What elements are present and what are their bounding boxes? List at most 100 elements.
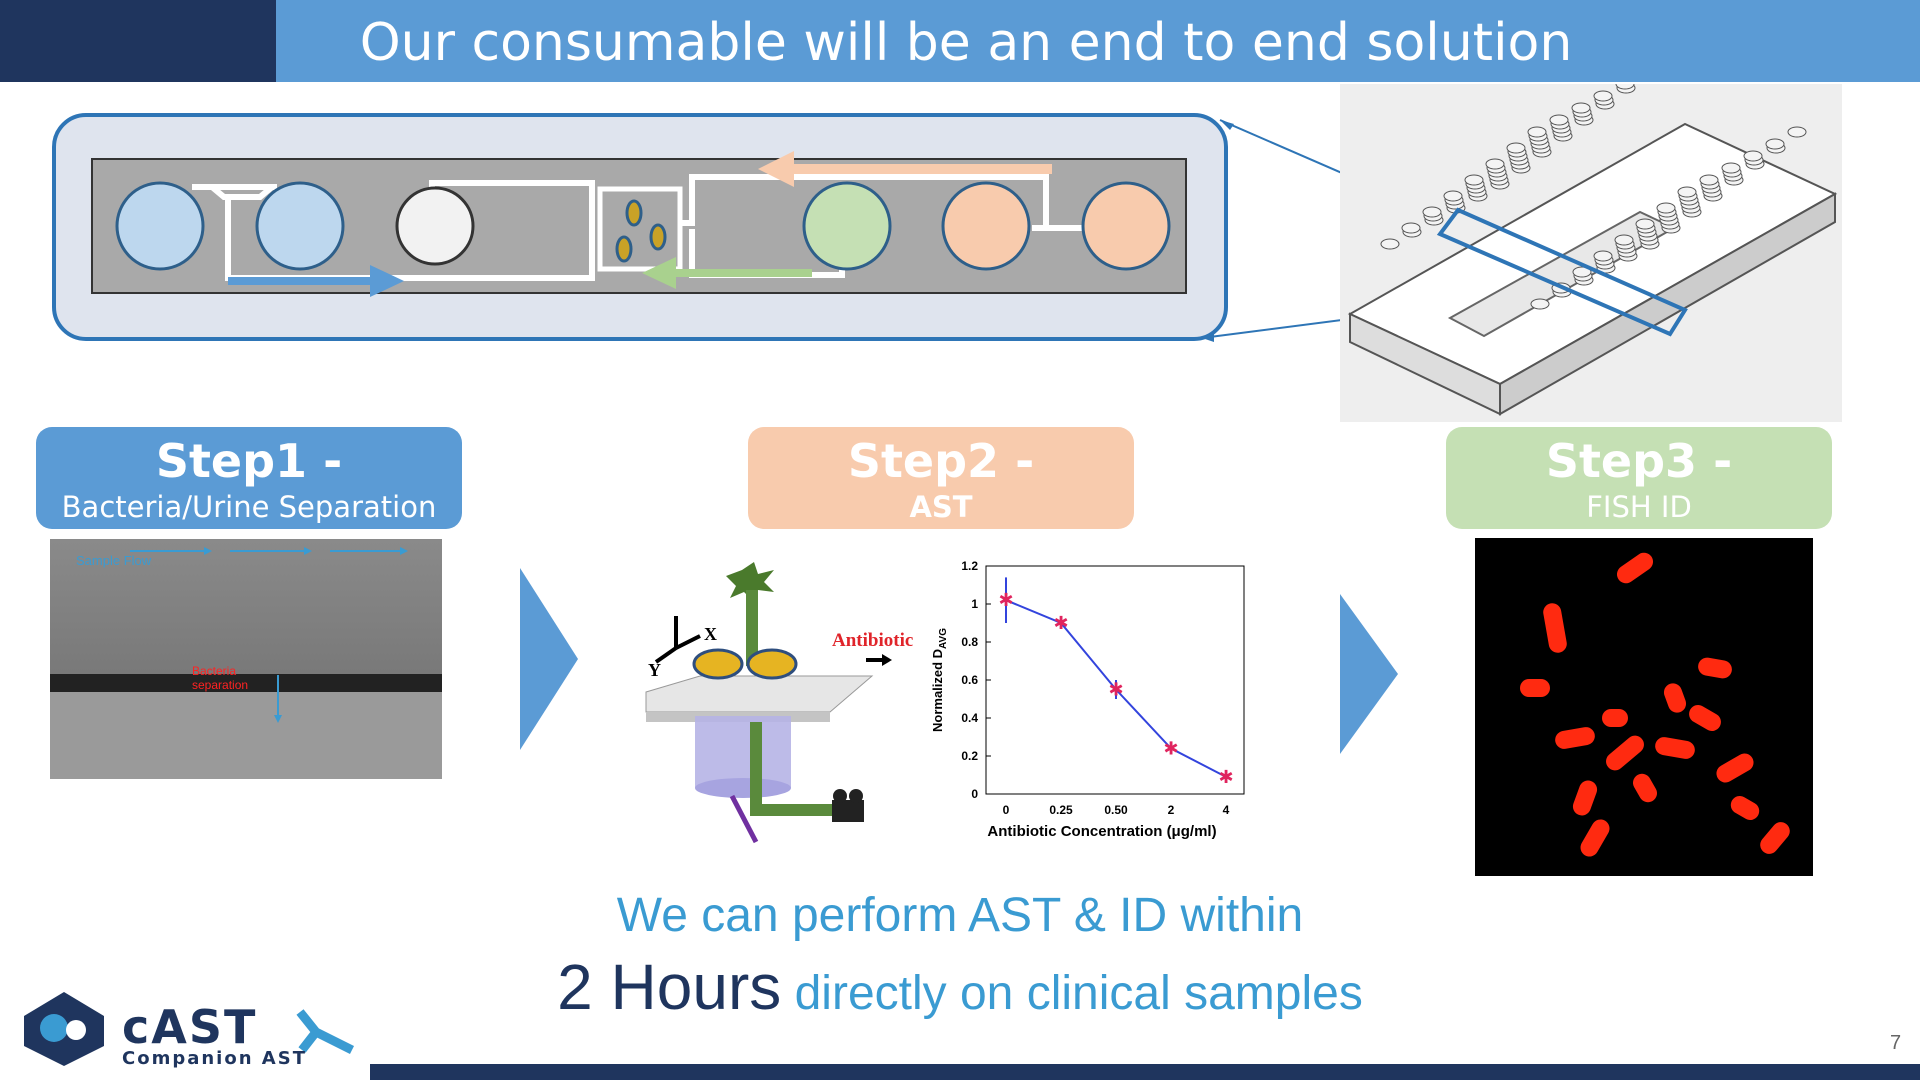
page-number: 7 [1890, 1032, 1902, 1054]
reagent-well-peach [1081, 181, 1171, 271]
step2-box: Step2 - AST [748, 427, 1134, 529]
chip-channel [192, 184, 277, 200]
footer-bar [370, 1064, 1920, 1080]
bacterium-rod [1602, 709, 1628, 727]
message-line1: We can perform AST & ID within [616, 889, 1304, 942]
light-beam [746, 590, 758, 666]
step3-subtitle: FISH ID [1586, 490, 1692, 524]
plate-well [1615, 84, 1635, 90]
plate-well [1593, 90, 1613, 102]
bacteria-rods [1520, 552, 1790, 857]
stage-top [645, 675, 874, 713]
logo-name: cAST [122, 1000, 258, 1054]
micrograph-lower [50, 692, 442, 779]
bacterium-rod [1663, 683, 1687, 713]
chart-ytick-label: 0.8 [961, 635, 978, 649]
chip-channel [680, 174, 1049, 228]
slide-title: Our consumable will be an end to end sol… [359, 13, 1573, 73]
plate-well [1593, 250, 1613, 262]
step3-box: Step3 - FISH ID [1446, 427, 1832, 529]
step2-title: Step2 - [847, 434, 1035, 488]
chart-ytick-label: 0.6 [961, 673, 978, 687]
plate-well [1699, 174, 1719, 186]
chart-ytick-label: 1.2 [961, 559, 978, 573]
bacterium-rod [1543, 603, 1567, 653]
chart-ylabel: Normalized DAVG [930, 628, 949, 732]
bacterium-rod [1716, 753, 1754, 783]
castq-logo-icon [24, 992, 104, 1066]
reagent-well-green [802, 181, 892, 271]
light-path [750, 804, 846, 816]
axis-icon [654, 646, 678, 664]
chart-point: ✱ [1053, 613, 1068, 634]
mirror [729, 794, 759, 844]
bacterium-rod [1616, 552, 1654, 584]
chart-point: ✱ [1163, 738, 1178, 759]
plate-well [1721, 162, 1741, 174]
plate-well [1380, 238, 1400, 250]
chart-ytick-label: 1 [971, 597, 978, 611]
sample-flow-label: Sample Flow [76, 553, 152, 568]
sample-flow-arrows [130, 547, 408, 555]
waste-well [395, 186, 475, 266]
step2-subtitle: AST [909, 490, 973, 524]
objective-lens [695, 716, 791, 788]
chart-point: ✱ [998, 590, 1013, 611]
plate-well [1464, 174, 1484, 186]
chip-channel [412, 189, 595, 281]
title-bar [276, 0, 1920, 82]
message-line2: 2 Hours directly on clinical samples [0, 950, 1920, 1024]
chart-xtick-label: 0.50 [1104, 803, 1128, 817]
logo-q-mark [296, 1009, 355, 1055]
plate-well [1677, 186, 1697, 198]
flow-arrow-blue-head [370, 265, 404, 297]
camera-icon [832, 789, 864, 822]
chart-xlabel: Antibiotic Concentration (μg/ml) [987, 823, 1216, 840]
sample-dish [692, 648, 744, 680]
step1-subtitle: Bacteria/Urine Separation [61, 490, 437, 524]
bacteria-dot [625, 199, 643, 227]
chart-xtick-label: 4 [1223, 803, 1230, 817]
flow-arrow-peach-head [758, 151, 794, 187]
bacterium-rod [1606, 735, 1644, 771]
bacteria-dot [649, 223, 667, 251]
axis-x-label: X [704, 624, 717, 644]
flow-arrow-green-head [642, 257, 676, 289]
chevron-arrow-2 [1340, 594, 1398, 754]
fish-fluorescence-image [1475, 538, 1813, 876]
objective-lens-base [695, 778, 791, 798]
plate-well [1527, 126, 1547, 138]
reagent-well-peach [941, 181, 1031, 271]
plate-well [1572, 266, 1592, 278]
plate-well [1401, 222, 1421, 234]
plate-highlight-box [1436, 207, 1688, 337]
plate-well [1656, 202, 1676, 214]
chart-xtick-label: 0.25 [1049, 803, 1073, 817]
separation-micrograph: Sample Flow Bacteria separation [50, 539, 442, 779]
separation-arrow [274, 675, 282, 723]
plate-well [1571, 102, 1591, 114]
plate-well [1743, 150, 1763, 162]
bacterium-rod [1698, 657, 1732, 679]
bacterium-rod [1555, 727, 1595, 749]
plate-wells [1380, 84, 1807, 310]
sample-well [115, 181, 205, 271]
sample-dish [746, 648, 798, 680]
chart-ytick-label: 0.2 [961, 749, 978, 763]
connector-arrowhead [1220, 120, 1234, 130]
plate-well [1614, 234, 1634, 246]
logo-tagline: Companion AST [122, 1048, 307, 1069]
plate-well [1787, 126, 1807, 138]
bacterium-rod [1580, 819, 1610, 857]
chevron-arrow-1 [520, 568, 578, 750]
plate-well [1530, 298, 1550, 310]
chart-point: ✱ [1218, 767, 1233, 788]
chart-xtick-label: 2 [1168, 803, 1175, 817]
ast-setup-diagram: X Y Antibiotic [645, 562, 913, 844]
bacterium-rod [1655, 737, 1695, 759]
connector-arrowhead [1202, 332, 1214, 342]
title-accent-bar [0, 0, 276, 82]
chart-point: ✱ [1108, 680, 1123, 701]
bacterium-rod [1520, 679, 1550, 697]
chart-ytick-label: 0 [971, 787, 978, 801]
